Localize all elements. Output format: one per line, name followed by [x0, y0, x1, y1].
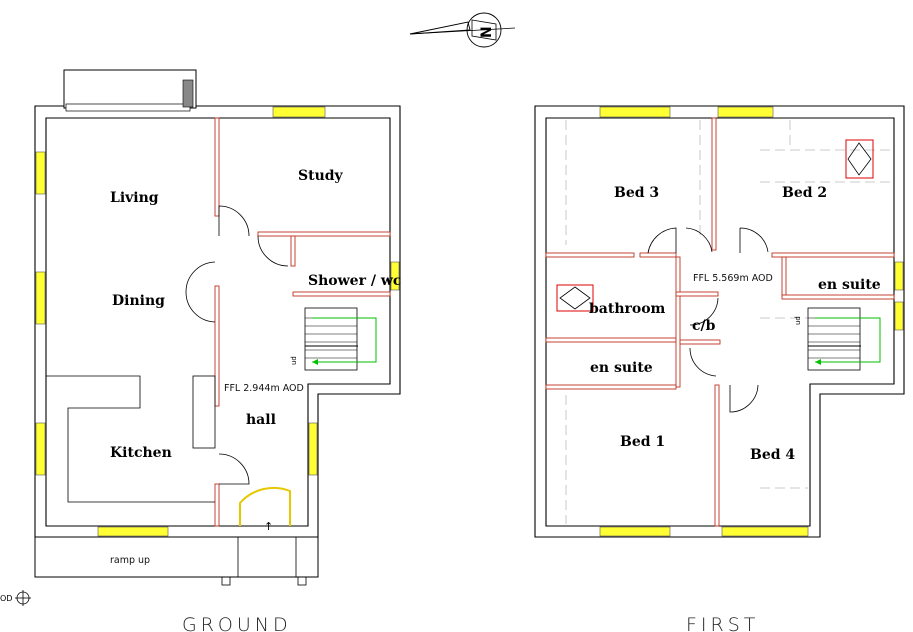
room-label-bed3: Bed 3 — [614, 185, 659, 201]
room-label-ensuite-right: en suite — [818, 277, 881, 293]
datum-crosshair-icon — [15, 590, 31, 606]
room-label-shower-wc: Shower / wc — [308, 273, 401, 289]
room-label-dining: Dining — [112, 293, 165, 309]
room-label-bathroom: bathroom — [589, 301, 666, 317]
edge-label: OD — [0, 594, 12, 603]
room-label-bed2: Bed 2 — [782, 185, 827, 201]
room-label-bed4: Bed 4 — [750, 447, 795, 463]
ground-floor-level: FFL 2.944m AOD — [224, 383, 304, 394]
room-label-hall: hall — [246, 412, 276, 428]
ground-stairs: ud — [290, 307, 377, 371]
first-stairs: ud — [794, 307, 881, 371]
first-floor-plan: ud — [534, 105, 905, 538]
ground-floor-plan: ud ↑ — [34, 69, 401, 586]
svg-text:N: N — [479, 26, 495, 38]
room-label-kitchen: Kitchen — [110, 445, 172, 461]
ramp-label: ramp up — [110, 555, 150, 566]
first-floor-level: FFL 5.569m AOD — [693, 273, 773, 284]
room-label-ensuite-left: en suite — [590, 360, 653, 376]
north-arrow-icon: N — [409, 12, 516, 48]
first-floor-title: FIRST — [686, 614, 759, 632]
room-label-living: Living — [110, 190, 159, 206]
ground-floor-title: GROUND — [182, 614, 292, 632]
room-label-cb: c/b — [692, 318, 716, 334]
room-label-study: Study — [298, 168, 344, 184]
svg-text:ud: ud — [794, 316, 802, 325]
svg-text:↑: ↑ — [264, 520, 273, 533]
svg-text:ud: ud — [290, 356, 298, 365]
room-label-bed1: Bed 1 — [620, 434, 665, 450]
